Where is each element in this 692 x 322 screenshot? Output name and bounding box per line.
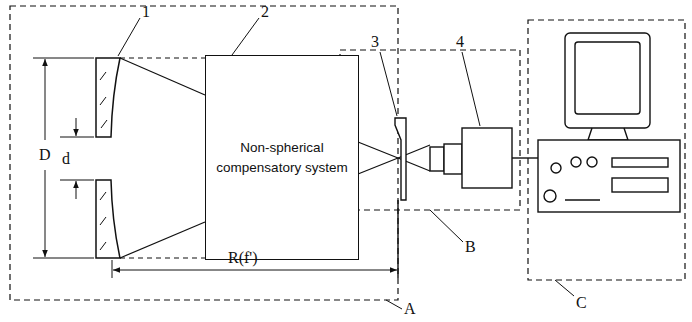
ray-guide [120, 257, 205, 258]
callout-number: 2 [261, 3, 269, 21]
dimension-label: R(f') [228, 249, 258, 267]
ray [353, 145, 430, 176]
annular-lens [96, 58, 120, 258]
callout-number: 3 [371, 33, 379, 51]
knife-edge [395, 118, 406, 278]
node-text: Non-spherical compensatory system [206, 134, 358, 181]
leader-lines [118, 18, 574, 309]
group-letter: A [404, 300, 416, 318]
ray [353, 140, 430, 171]
dimension-label: D [39, 146, 51, 164]
dimension-label: d [62, 150, 70, 168]
callout-number: 4 [456, 33, 464, 51]
group-b-outline [340, 50, 520, 210]
ray [120, 58, 205, 95]
group-letter: B [465, 238, 476, 256]
group-c-outline [528, 20, 685, 280]
cable [512, 157, 538, 158]
ray [120, 222, 205, 258]
ray-guide [120, 57, 205, 58]
dimension-d-large [33, 58, 94, 258]
computer [538, 33, 680, 212]
group-a-outline [10, 6, 398, 300]
group-letter: C [576, 294, 587, 312]
dimension-d-small [60, 118, 94, 199]
compensator-box: Non-spherical compensatory system [205, 55, 359, 260]
camera [430, 128, 512, 188]
callout-number: 1 [142, 3, 150, 21]
